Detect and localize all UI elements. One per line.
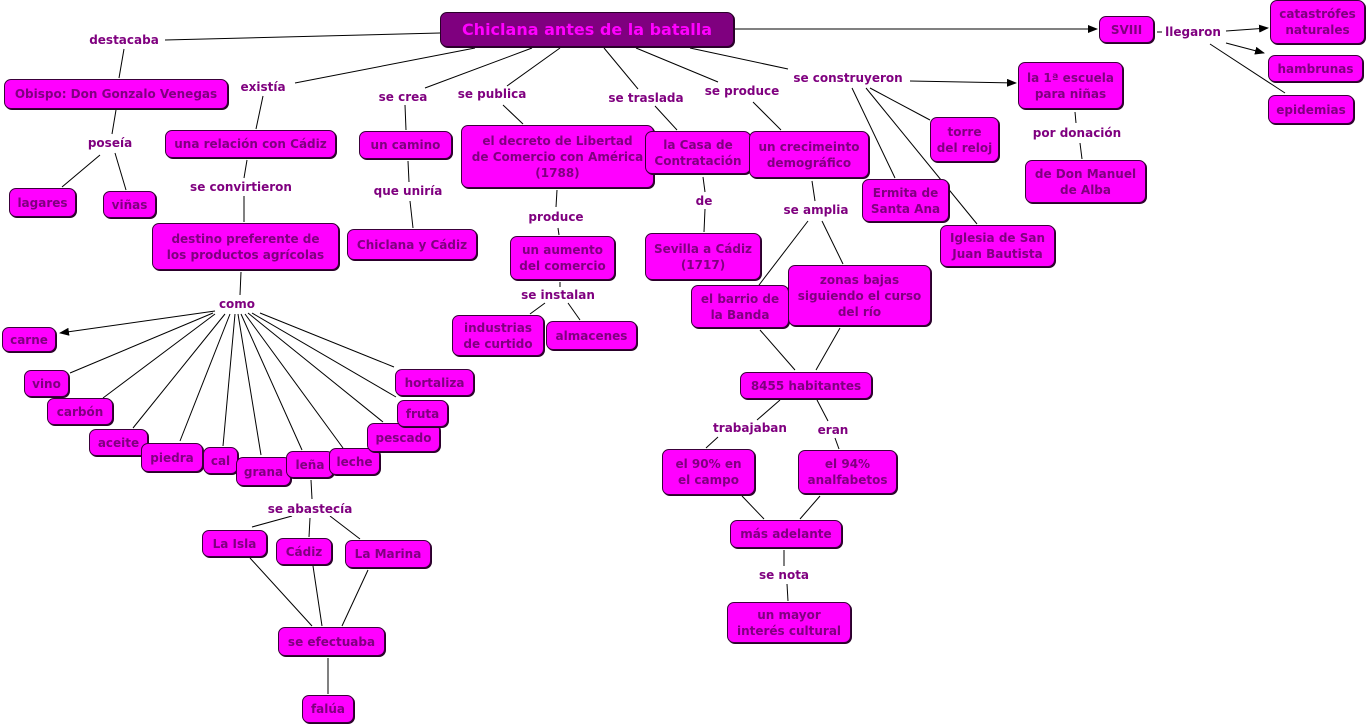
concept-cal[interactable]: cal (203, 447, 238, 474)
concept-94-analfabetos[interactable]: el 94% analfabetos (798, 450, 897, 494)
concept-falua[interactable]: falúa (302, 695, 354, 723)
concept-lagares[interactable]: lagares (9, 188, 76, 217)
concept-la-isla[interactable]: La Isla (202, 530, 267, 557)
concept-leche[interactable]: leche (329, 448, 380, 475)
concept-obispo[interactable]: Obispo: Don Gonzalo Venegas (4, 79, 228, 109)
link-label-por-donacion: por donación (1030, 126, 1124, 140)
link-label-se-crea: se crea (376, 90, 430, 104)
concept-carbon[interactable]: carbón (47, 398, 113, 425)
link-label-destacaba: destacaba (87, 33, 161, 47)
concept-decreto[interactable]: el decreto de Libertad de Comercio con A… (461, 125, 654, 188)
link-label-existia: existía (238, 80, 288, 94)
concept-lena[interactable]: leña (286, 451, 334, 478)
concept-interes-cultural[interactable]: un mayor interés cultural (727, 602, 851, 643)
concept-fruta[interactable]: fruta (397, 400, 448, 427)
concept-casa-contratacion[interactable]: la Casa de Contratación (645, 131, 751, 174)
link-label-poseia: poseía (85, 136, 135, 150)
concept-chiclana-cadiz[interactable]: Chiclana y Cádiz (347, 229, 477, 260)
link-label-se-convirtieron: se convirtieron (188, 180, 294, 194)
link-label-trabajaban: trabajaban (711, 421, 789, 435)
link-label-se-amplia: se amplia (781, 203, 851, 217)
link-label-se-produce: se produce (702, 84, 782, 98)
link-label-llegaron: llegaron (1163, 25, 1223, 39)
link-label-se-publica: se publica (455, 87, 529, 101)
concept-hortaliza[interactable]: hortaliza (395, 369, 474, 396)
concept-piedra[interactable]: piedra (141, 443, 203, 472)
concept-iglesia[interactable]: Iglesia de San Juan Bautista (940, 225, 1055, 267)
link-label-de: de (693, 194, 715, 208)
concept-la-marina[interactable]: La Marina (345, 540, 431, 568)
link-label-se-traslada: se traslada (606, 91, 686, 105)
link-label-que-uniria: que uniría (371, 184, 445, 198)
concept-almacenes[interactable]: almacenes (546, 321, 637, 350)
concept-epidemias[interactable]: epidemias (1268, 95, 1354, 124)
concept-hambrunas[interactable]: hambrunas (1268, 55, 1363, 82)
concept-crecimiento[interactable]: un crecimeinto demográfico (749, 131, 869, 178)
concept-pescado[interactable]: pescado (367, 423, 440, 452)
concept-industrias[interactable]: industrias de curtido (452, 315, 544, 356)
concept-barrio-banda[interactable]: el barrio de la Banda (691, 285, 789, 328)
concept-escuela[interactable]: la 1ª escuela para niñas (1018, 62, 1123, 109)
concept-aumento-comercio[interactable]: un aumento del comercio (510, 236, 615, 280)
concept-vino[interactable]: vino (24, 370, 69, 397)
concept-grana[interactable]: grana (236, 457, 291, 486)
concept-vinas[interactable]: viñas (103, 191, 156, 218)
concept-sviii[interactable]: SVIII (1099, 16, 1154, 43)
concept-relacion-cadiz[interactable]: una relación con Cádiz (165, 130, 336, 158)
concept-habitantes[interactable]: 8455 habitantes (740, 372, 872, 399)
concept-zonas-bajas[interactable]: zonas bajas siguiendo el curso del río (788, 265, 931, 326)
concept-ermita[interactable]: Ermita de Santa Ana (862, 179, 949, 222)
concept-don-manuel[interactable]: de Don Manuel de Alba (1025, 160, 1146, 203)
concept-torre-reloj[interactable]: torre del reloj (930, 117, 999, 162)
link-label-se-nota: se nota (756, 568, 812, 582)
concept-destino-preferente[interactable]: destino preferente de los productos agrí… (152, 223, 339, 270)
concept-se-efectuaba[interactable]: se efectuaba (278, 627, 385, 656)
concept-camino[interactable]: un camino (359, 131, 452, 159)
link-label-produce: produce (526, 210, 586, 224)
concept-mas-adelante[interactable]: más adelante (730, 520, 842, 548)
concept-carne[interactable]: carne (2, 327, 56, 352)
link-label-como: como (216, 297, 258, 311)
link-label-se-instalan: se instalan (519, 288, 597, 302)
concept-cadiz[interactable]: Cádiz (276, 538, 332, 565)
link-label-se-abastecia: se abastecía (265, 502, 355, 516)
concept-catastrofes[interactable]: catastrófes naturales (1270, 0, 1365, 44)
link-label-se-construyeron: se construyeron (791, 71, 905, 85)
concept-90-campo[interactable]: el 90% en el campo (662, 449, 755, 495)
link-label-eran: eran (815, 423, 851, 437)
root-concept-title[interactable]: Chiclana antes de la batalla (440, 12, 734, 47)
concept-sevilla-cadiz[interactable]: Sevilla a Cádiz (1717) (645, 233, 761, 280)
concept-aceite[interactable]: aceite (89, 429, 148, 456)
